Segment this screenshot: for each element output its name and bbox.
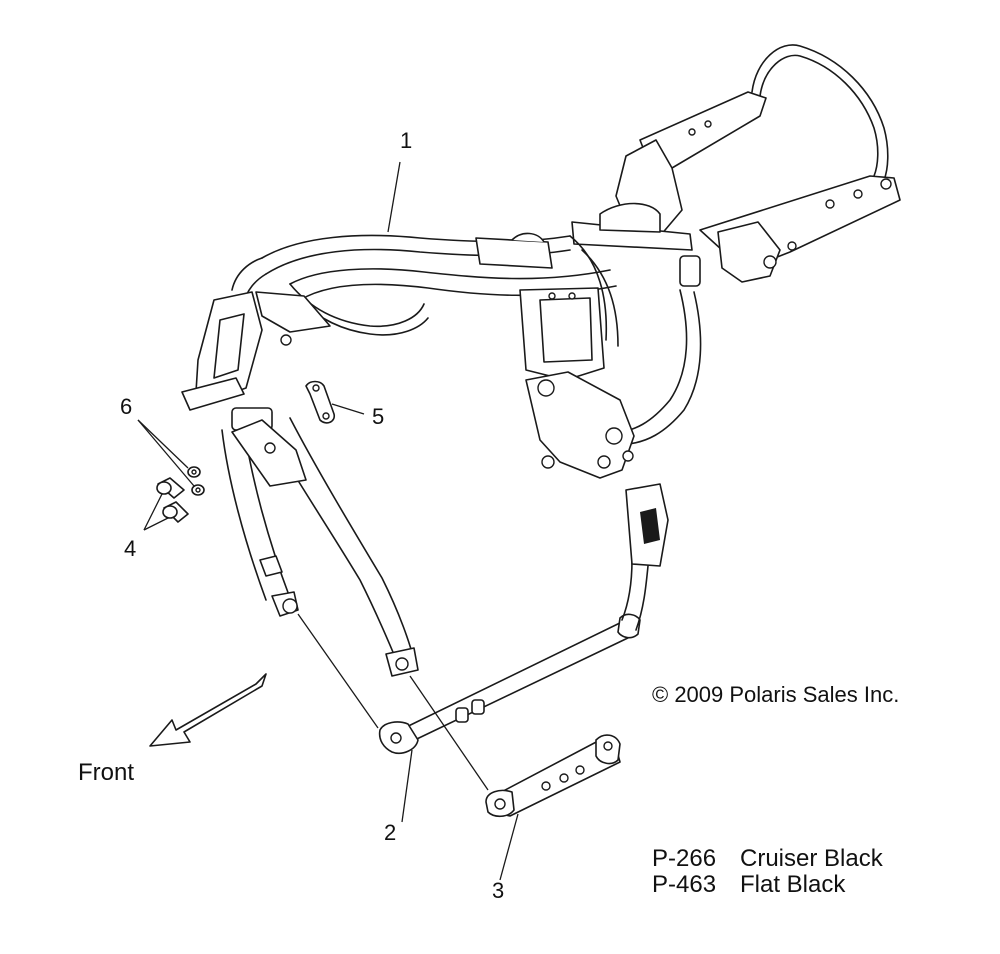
- leader-1: [387, 161, 401, 233]
- leader-lines: [137, 161, 519, 881]
- leader-3: [499, 813, 519, 881]
- leader-2: [401, 749, 413, 823]
- paint-code-1: P-266: [652, 845, 716, 872]
- callout-4: 4: [124, 536, 136, 561]
- callout-5: 5: [372, 404, 384, 429]
- leader-6a: [137, 419, 189, 469]
- leader-4a: [143, 493, 163, 531]
- front-label: Front: [78, 759, 134, 786]
- callout-1: 1: [400, 128, 412, 153]
- leader-6b: [137, 419, 195, 487]
- paint-code-2: P-463: [652, 871, 716, 898]
- small-bracket: [305, 380, 336, 424]
- paint-name-2: Flat Black: [740, 871, 846, 898]
- cross-tube: [378, 483, 669, 755]
- washer-pair: [187, 466, 205, 496]
- callout-2: 2: [384, 820, 396, 845]
- main-frame: [181, 44, 901, 677]
- lower-mount-bar: [485, 734, 621, 818]
- paint-name-1: Cruiser Black: [740, 845, 884, 872]
- callout-3: 3: [492, 878, 504, 903]
- callout-6: 6: [120, 394, 132, 419]
- leader-5: [331, 403, 365, 415]
- bolt-pair: [156, 477, 189, 523]
- leader-4b: [143, 517, 169, 531]
- front-arrow-icon: [149, 673, 267, 747]
- assembly-line-left: [297, 613, 379, 729]
- copyright-text: © 2009 Polaris Sales Inc.: [652, 682, 899, 707]
- assembly-line-right: [409, 675, 489, 791]
- paint-code-list: P-266 Cruiser Black P-463 Flat Black: [652, 845, 884, 898]
